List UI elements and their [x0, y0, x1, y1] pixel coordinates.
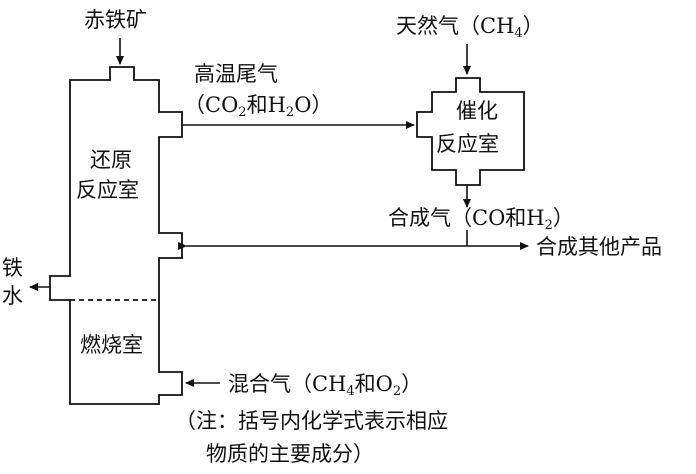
tail-gas-open: （CO	[184, 93, 239, 117]
other-products-label: 合成其他产品	[536, 235, 662, 259]
note-line1: （注：括号内化学式表示相应	[175, 409, 448, 433]
molten-iron-char1: 铁	[2, 256, 23, 280]
note-line2: 物质的主要成分）	[206, 442, 374, 466]
syngas-text: 合成气（CO和H	[388, 206, 545, 230]
mixed-gas-close: ）	[401, 372, 423, 396]
mixed-gas-sub2: 2	[392, 384, 402, 399]
tail-gas-sub1: 2	[238, 105, 247, 120]
hematite-label: 赤铁矿	[84, 8, 147, 32]
molten-iron-char2: 水	[2, 284, 23, 308]
natural-gas-label: 天然气（CH4）	[396, 14, 544, 41]
mixed-gas-label: 混合气（CH4和O2）	[228, 372, 423, 399]
mixed-gas-mid: 和O	[354, 372, 393, 396]
reduction-chamber-line1: 还原	[90, 148, 132, 172]
tail-gas-title: 高温尾气	[194, 62, 278, 86]
combustion-chamber-label: 燃烧室	[80, 333, 143, 357]
natural-gas-close: ）	[522, 14, 544, 38]
natural-gas-text: 天然气（CH	[396, 14, 515, 38]
natural-gas-subscript: 4	[514, 26, 523, 41]
tail-gas-formula: （CO2和H2O）	[184, 93, 333, 120]
tail-gas-mid: 和H	[246, 93, 286, 117]
syngas-subscript: 2	[544, 218, 553, 233]
reduction-chamber-line2: 反应室	[76, 178, 139, 202]
syngas-label: 合成气（CO和H2）	[388, 206, 574, 233]
reactor-outline	[49, 66, 183, 405]
catalytic-reactor-outline	[416, 77, 525, 186]
catalytic-chamber-line2: 反应室	[436, 132, 499, 156]
mixed-gas-sub1: 4	[346, 384, 355, 399]
mixed-gas-text: 混合气（CH	[228, 372, 347, 396]
syngas-close: ）	[552, 206, 574, 230]
catalytic-chamber-line1: 催化	[456, 99, 498, 123]
tail-gas-sub2: 2	[285, 105, 295, 120]
tail-gas-close: O）	[294, 93, 333, 117]
